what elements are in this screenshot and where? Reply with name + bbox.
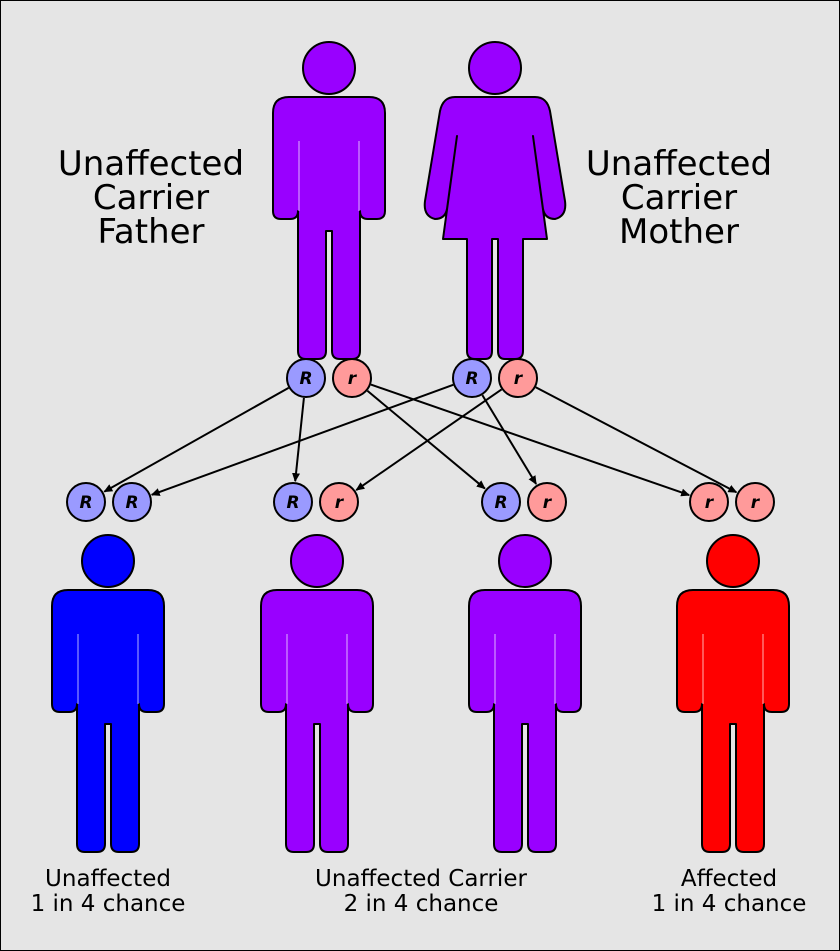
arrow-father-R-to-child-2 [292, 397, 305, 483]
child-4-figure-body [676, 589, 790, 853]
mother-label: Unaffected Carrier Mother [569, 147, 789, 249]
outcome-label-carrier-line-1: Unaffected Carrier [315, 866, 527, 892]
father-figure-body [272, 96, 386, 360]
outcome-label-affected-line-2: 1 in 4 chance [651, 891, 807, 917]
child-1-allele-1: R [66, 482, 106, 522]
child-4-allele-1-letter: r [705, 493, 715, 513]
child-4-allele-1: r [689, 482, 729, 522]
arrow-father-R-to-child-1 [103, 386, 290, 493]
child-4-allele-2-circle [735, 482, 775, 522]
mother-allele-2: r [498, 358, 538, 398]
father-label-line-3: Father [97, 212, 205, 252]
child-3-allele-2-circle [527, 482, 567, 522]
arrow-mother-R-to-child-3 [481, 394, 537, 485]
child-1-figure [51, 534, 165, 853]
child-3-allele-2: r [527, 482, 567, 522]
outcome-label-carrier: Unaffected Carrier 2 in 4 chance [291, 867, 551, 917]
child-3-allele-1: R [481, 482, 521, 522]
father-allele-1: R [286, 358, 326, 398]
child-3-allele-1-letter: R [494, 493, 507, 513]
father-allele-2-circle [332, 358, 372, 398]
child-4-figure-head [706, 534, 760, 588]
arrow-mother-r-to-child-4 [535, 386, 738, 494]
mother-allele-1-circle [452, 358, 492, 398]
child-3-figure [468, 534, 582, 853]
child-2-allele-1: R [273, 482, 313, 522]
mother-label-line-1: Unaffected [585, 144, 773, 184]
child-2-allele-1-circle [273, 482, 313, 522]
child-1-allele-2-letter: R [125, 493, 138, 513]
child-2-figure [260, 534, 374, 853]
mother-allele-2-circle [498, 358, 538, 398]
arrow-father-r-to-child-4 [370, 383, 691, 497]
child-2-figure-body [260, 589, 374, 853]
child-4-allele-2: r [735, 482, 775, 522]
child-2-allele-2: r [319, 482, 359, 522]
father-allele-2-letter: r [348, 369, 358, 389]
father-figure-head [302, 41, 356, 95]
father-figure [272, 41, 386, 360]
child-3-figure-body [468, 589, 582, 853]
outcome-label-affected-line-1: Affected [680, 866, 778, 892]
outcome-label-unaffected: Unaffected 1 in 4 chance [8, 867, 208, 917]
father-label-line-1: Unaffected [57, 144, 245, 184]
child-2-allele-2-circle [319, 482, 359, 522]
outcome-label-unaffected-line-1: Unaffected [45, 866, 171, 892]
child-1-figure-body [51, 589, 165, 853]
outcome-label-affected: Affected 1 in 4 chance [629, 867, 829, 917]
child-1-allele-1-letter: R [79, 493, 92, 513]
child-1-allele-2-circle [112, 482, 152, 522]
child-4-allele-1-circle [689, 482, 729, 522]
outcome-label-unaffected-line-2: 1 in 4 chance [30, 891, 186, 917]
mother-figure-body [423, 96, 567, 360]
child-2-allele-1-letter: R [286, 493, 299, 513]
father-allele-1-letter: R [299, 369, 312, 389]
child-1-allele-1-circle [66, 482, 106, 522]
mother-allele-1: R [452, 358, 492, 398]
mother-label-line-2: Carrier [620, 178, 738, 218]
child-3-allele-2-letter: r [543, 493, 553, 513]
child-4-figure [676, 534, 790, 853]
mother-label-line-3: Mother [619, 212, 739, 252]
father-label-line-2: Carrier [92, 178, 210, 218]
child-2-figure-head [290, 534, 344, 588]
mother-allele-1-letter: R [465, 369, 478, 389]
child-4-allele-2-letter: r [751, 493, 761, 513]
child-3-allele-1-circle [481, 482, 521, 522]
child-1-allele-2: R [112, 482, 152, 522]
father-allele-2: r [332, 358, 372, 398]
father-label: Unaffected Carrier Father [41, 147, 261, 249]
arrow-mother-r-to-child-2 [355, 388, 503, 491]
arrow-mother-R-to-child-1 [150, 383, 454, 496]
outcome-label-carrier-line-2: 2 in 4 chance [343, 891, 499, 917]
arrow-father-r-to-child-3 [366, 390, 486, 490]
child-3-figure-head [498, 534, 552, 588]
father-allele-1-circle [286, 358, 326, 398]
mother-allele-2-letter: r [514, 369, 524, 389]
mother-figure-head [468, 41, 522, 95]
child-2-allele-2-letter: r [335, 493, 345, 513]
child-1-figure-head [81, 534, 135, 588]
mother-figure [423, 41, 567, 360]
